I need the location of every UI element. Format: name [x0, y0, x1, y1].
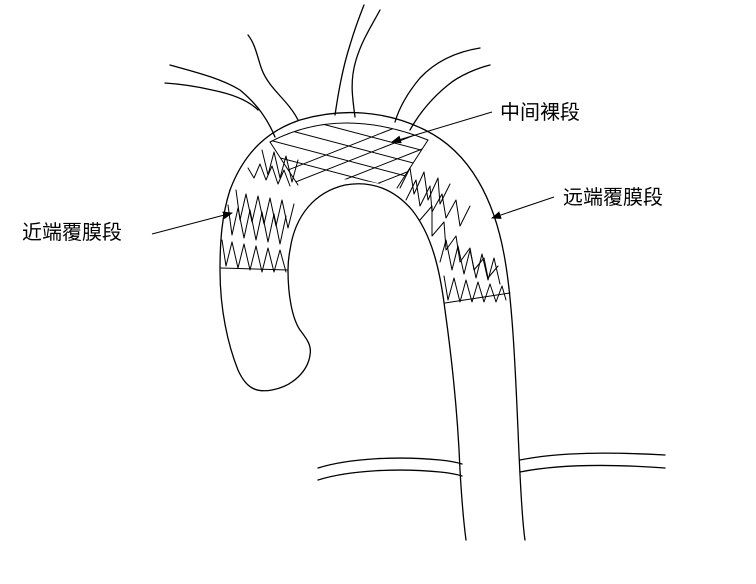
- distal-covered-segment: [399, 167, 511, 304]
- brachiocephalic-inner-wall: [164, 82, 259, 111]
- carotid-artery-left-wall: [334, 4, 365, 116]
- middle-segment-leader: [391, 111, 493, 144]
- bare-segment-top-edge: [269, 122, 429, 143]
- right-lower-branch-top-wall: [519, 452, 666, 461]
- branch-vessels: [164, 4, 491, 138]
- lower-branch-vessels: [317, 452, 666, 481]
- proximal-covered-segment: [220, 149, 299, 273]
- right-lower-branch-bottom-wall: [519, 464, 666, 473]
- bare-segment-right-edge: [396, 139, 429, 189]
- distal-segment-leader: [491, 196, 555, 219]
- left-lower-branch-top-wall: [317, 457, 463, 469]
- subclavian-artery-right-wall: [409, 64, 491, 131]
- aortic-arch-inner-wall: [289, 183, 467, 541]
- proximal-covered-segment-label: 近端覆膜段: [22, 220, 122, 244]
- brachiocephalic-artery-right-wall: [247, 34, 299, 121]
- carotid-artery-right-wall: [351, 9, 381, 118]
- distal-covered-segment-label: 远端覆膜段: [563, 185, 663, 209]
- subclavian-artery-left-wall: [394, 47, 481, 123]
- brachiocephalic-artery-left-wall: [169, 64, 276, 138]
- proximal-segment-leader: [151, 211, 233, 235]
- ascending-aorta-outer-wall: [219, 189, 312, 392]
- distal-segment-end-line: [444, 292, 511, 304]
- aortic-arch-outer-wall: [229, 111, 526, 541]
- proximal-segment-end-line: [220, 267, 289, 271]
- left-lower-branch-bottom-wall: [317, 469, 463, 481]
- middle-bare-segment-label: 中间裸段: [500, 100, 580, 124]
